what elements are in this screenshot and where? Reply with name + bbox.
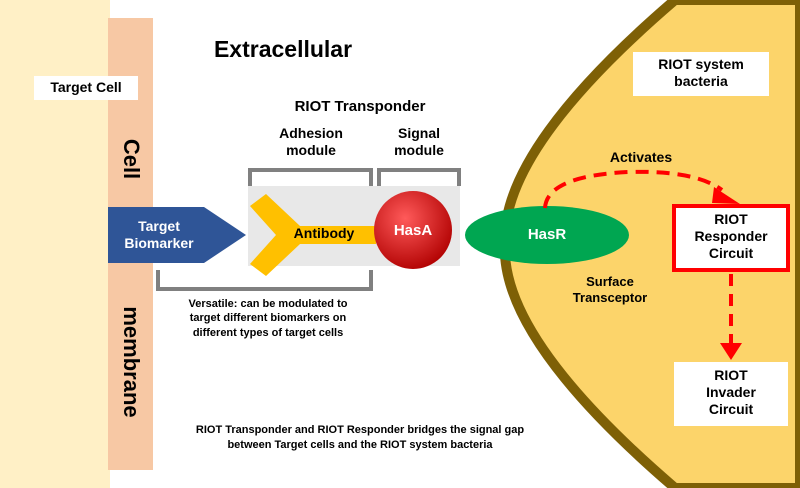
versatile-bracket xyxy=(156,270,373,291)
invade-arrowhead xyxy=(720,343,742,360)
surface-transceptor-label: Surface Transceptor xyxy=(572,274,648,305)
bacteria-label: RIOT system bacteria xyxy=(658,56,744,89)
versatile-note: Versatile: can be modulated to target di… xyxy=(188,298,348,339)
invader-box xyxy=(674,362,788,426)
hasa-label: HasA xyxy=(393,222,433,239)
cell-word-label: Cell xyxy=(119,138,145,180)
bacteria-label-box xyxy=(633,52,769,96)
target-cell-label-box xyxy=(34,76,138,100)
biomarker-label: Target Biomarker xyxy=(124,218,194,251)
transponder-title: RIOT Transponder xyxy=(294,98,426,115)
bridge-note: RIOT Transponder and RIOT Responder brid… xyxy=(195,424,525,451)
target-cell-body xyxy=(0,0,110,488)
hasr-ellipse xyxy=(465,206,629,264)
page-title: Extracellular xyxy=(213,36,353,62)
antibody-shape xyxy=(250,194,376,276)
activates-arrow xyxy=(543,169,724,209)
membrane-word-label: membrane xyxy=(119,306,145,418)
target-biomarker-shape xyxy=(108,207,246,263)
hasr-label: HasR xyxy=(527,226,567,243)
invader-circuit-label: RIOT Invader Circuit xyxy=(706,367,756,417)
adhesion-bracket xyxy=(248,168,373,186)
responder-circuit-label: RIOT Responder Circuit xyxy=(694,211,768,261)
antibody-label: Antibody xyxy=(293,225,355,241)
signal-module-label: Signal module xyxy=(394,125,444,158)
signal-bracket xyxy=(377,168,461,186)
hasa-circle xyxy=(374,191,452,269)
adhesion-module-label: Adhesion module xyxy=(279,125,343,158)
target-cell-label: Target Cell xyxy=(50,79,122,95)
activates-label: Activates xyxy=(609,149,673,165)
activates-arrowhead xyxy=(712,187,740,204)
responder-box xyxy=(672,204,790,272)
